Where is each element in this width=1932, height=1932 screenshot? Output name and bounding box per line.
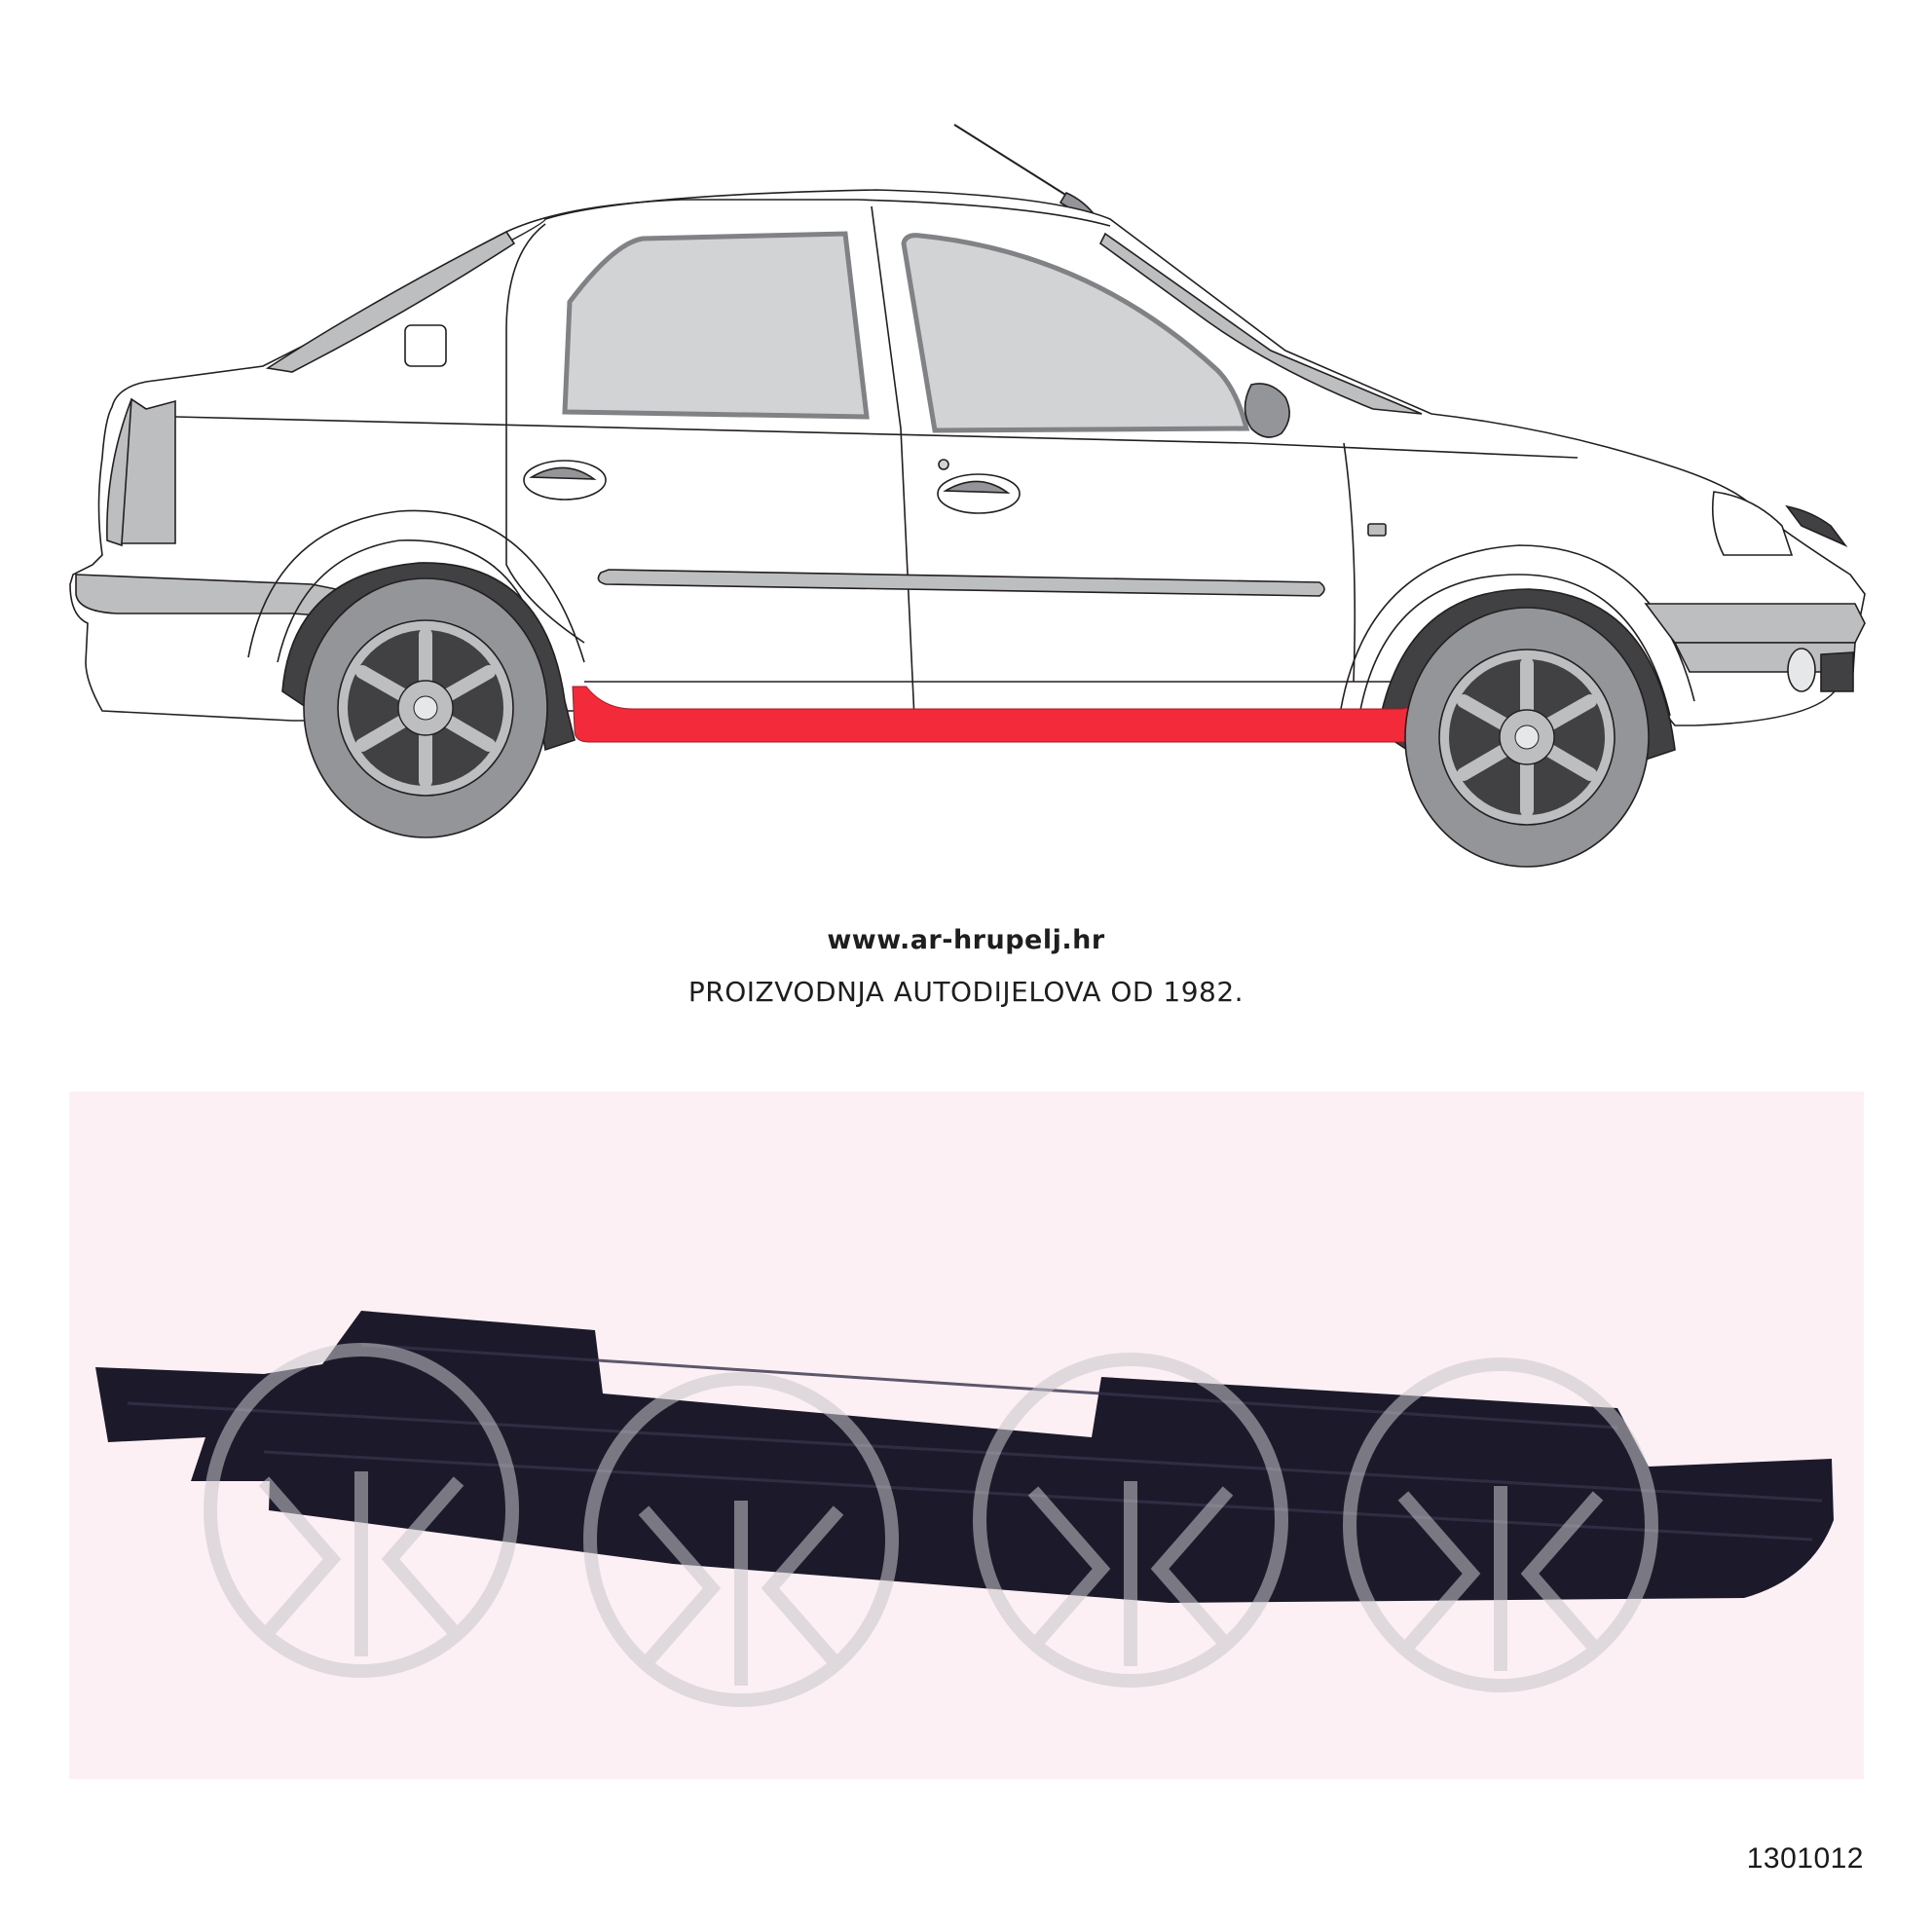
part-photo-panel <box>69 1092 1864 1779</box>
car-side-diagram <box>69 124 1866 868</box>
part-number: 1301012 <box>1746 1842 1864 1875</box>
company-tagline: PROIZVODNJA AUTODIJELOVA OD 1982. <box>687 976 1245 1008</box>
sill-panel-photo <box>95 1311 1834 1707</box>
front-wheel-icon <box>1404 607 1650 868</box>
rear-wheel-icon <box>303 577 548 838</box>
kk-logo-watermark-icon <box>204 1343 1658 1707</box>
website-url[interactable]: www.ar-hrupelj.hr <box>827 925 1105 955</box>
